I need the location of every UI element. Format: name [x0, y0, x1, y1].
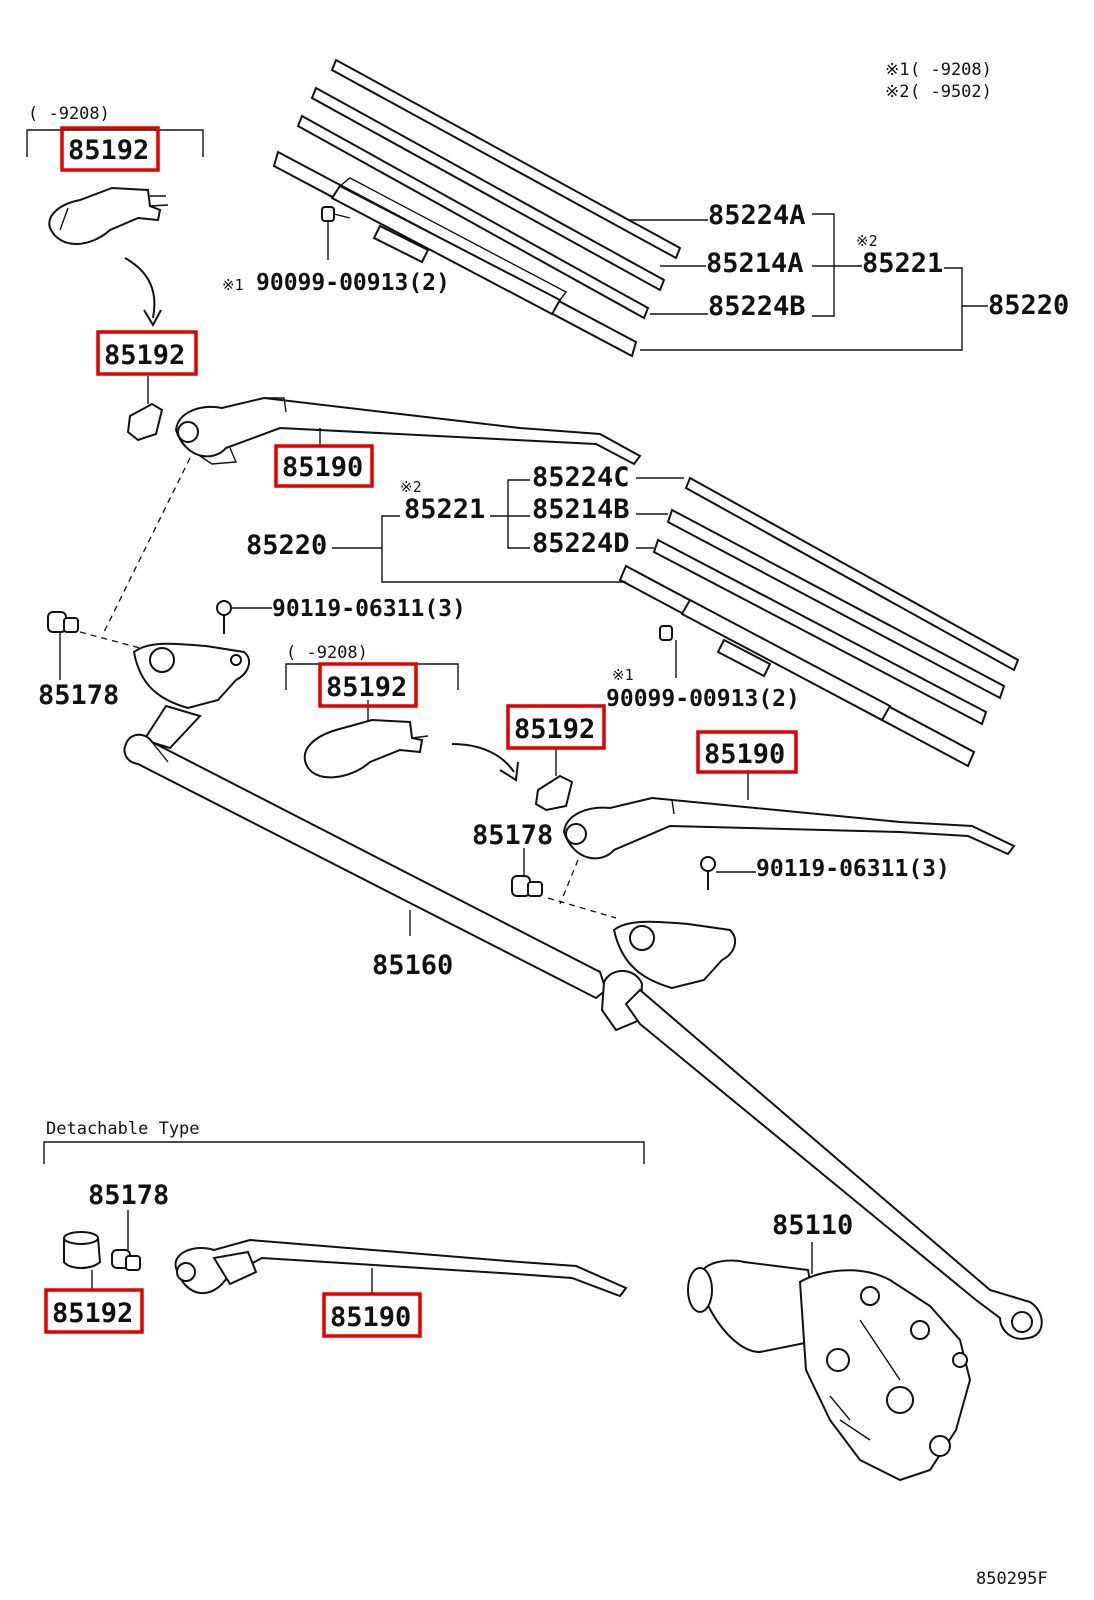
nut-detachable	[111, 1249, 141, 1271]
upper-blade	[272, 150, 638, 358]
screw-top	[321, 206, 351, 222]
label-85214A: 85214A	[706, 248, 804, 279]
label-85192-detachable: 85192	[52, 1298, 133, 1329]
range-middle: ( -9208)	[286, 643, 368, 663]
label-85224C: 85224C	[532, 462, 630, 493]
pivot-right	[600, 920, 737, 1032]
highlight-85192-right: 85192	[506, 704, 606, 750]
bolt-upper-left	[216, 600, 232, 634]
pivot-left	[132, 642, 251, 750]
label-85178-middle: 85178	[472, 820, 553, 851]
arrow-head-middle	[499, 761, 519, 782]
cap-small-left	[126, 402, 164, 442]
label-85192-top: 85192	[68, 135, 149, 166]
bracket-85221-top	[812, 213, 862, 317]
cap-detachable	[63, 1231, 102, 1269]
bracket-85220-top	[640, 267, 988, 351]
label-85224B: 85224B	[708, 291, 806, 322]
label-85221-top: 85221	[862, 248, 943, 279]
lower-blade-strips	[652, 476, 1020, 726]
label-90099-mid: 90099-00913(2)	[606, 686, 800, 712]
link-rod-85160	[123, 733, 608, 1000]
label-90099-top: 90099-00913(2)	[256, 270, 450, 296]
label-85192-left: 85192	[104, 340, 185, 371]
highlight-85192-top: 85192	[60, 126, 160, 172]
arrow-middle	[451, 743, 515, 773]
label-85178-left: 85178	[38, 680, 119, 711]
label-85220-top: 85220	[988, 290, 1069, 321]
bracket-85221-mid	[490, 479, 530, 549]
detachable-title: Detachable Type	[46, 1119, 200, 1139]
note-2-mark: ※2	[885, 82, 909, 102]
screw-mid	[659, 625, 673, 641]
label-85224A: 85224A	[708, 200, 806, 231]
arrow-top-left	[124, 257, 156, 319]
mark-2-top: ※2	[856, 232, 878, 250]
dashed-right	[547, 859, 617, 919]
lower-blade	[618, 564, 976, 768]
label-85190-upper: 85190	[282, 452, 363, 483]
mark-1-mid: ※1	[612, 666, 634, 684]
highlight-85192-middle: 85192	[318, 662, 418, 708]
nut-middle	[511, 875, 543, 897]
note-1-mark: ※1	[885, 60, 909, 80]
note-2-range: ( -9502)	[910, 82, 992, 102]
bolt-right	[700, 856, 716, 890]
label-85220-mid: 85220	[246, 530, 327, 561]
highlight-85192-left: 85192	[96, 330, 198, 376]
label-85190-detachable: 85190	[330, 1302, 411, 1333]
arrow-head-top-left	[143, 309, 162, 328]
label-85221-mid: 85221	[404, 494, 485, 525]
bracket-85220-mid	[332, 515, 626, 583]
dashed-left	[79, 457, 191, 649]
cap-piece-top-left	[48, 186, 169, 245]
label-85214B: 85214B	[532, 494, 630, 525]
wiper-motor	[687, 1259, 972, 1482]
label-85190-right: 85190	[704, 739, 785, 770]
note-1-range: ( -9208)	[910, 60, 992, 80]
highlight-85190-upper: 85190	[274, 444, 374, 488]
label-85178-detachable: 85178	[88, 1180, 169, 1211]
mark-2-mid: ※2	[400, 478, 422, 496]
highlight-85190-right: 85190	[696, 730, 798, 774]
label-85160: 85160	[372, 950, 453, 981]
cap-piece-middle	[303, 718, 429, 779]
highlight-85190-detachable: 85190	[322, 1292, 422, 1338]
main-drive-rod	[624, 988, 1043, 1340]
label-85110: 85110	[772, 1210, 853, 1241]
label-85192-middle: 85192	[326, 672, 407, 703]
bracket-detachable	[43, 1141, 645, 1164]
highlight-85192-detachable: 85192	[44, 1288, 144, 1334]
figure-code: 850295F	[976, 1569, 1048, 1589]
label-85192-right: 85192	[514, 714, 595, 745]
upper-wiper-arm	[174, 396, 642, 466]
mark-1-top: ※1	[222, 276, 244, 294]
label-90119-top: 90119-06311(3)	[272, 596, 466, 622]
bracket-top-left	[26, 129, 204, 157]
right-wiper-arm	[562, 796, 1016, 860]
nut-left	[47, 611, 79, 633]
detachable-arm	[174, 1238, 628, 1298]
label-90119-right: 90119-06311(3)	[756, 856, 950, 882]
label-85224D: 85224D	[532, 528, 630, 559]
cap-small-middle	[534, 774, 574, 812]
upper-blade-strips	[296, 58, 682, 320]
range-top-left: ( -9208)	[28, 104, 110, 124]
